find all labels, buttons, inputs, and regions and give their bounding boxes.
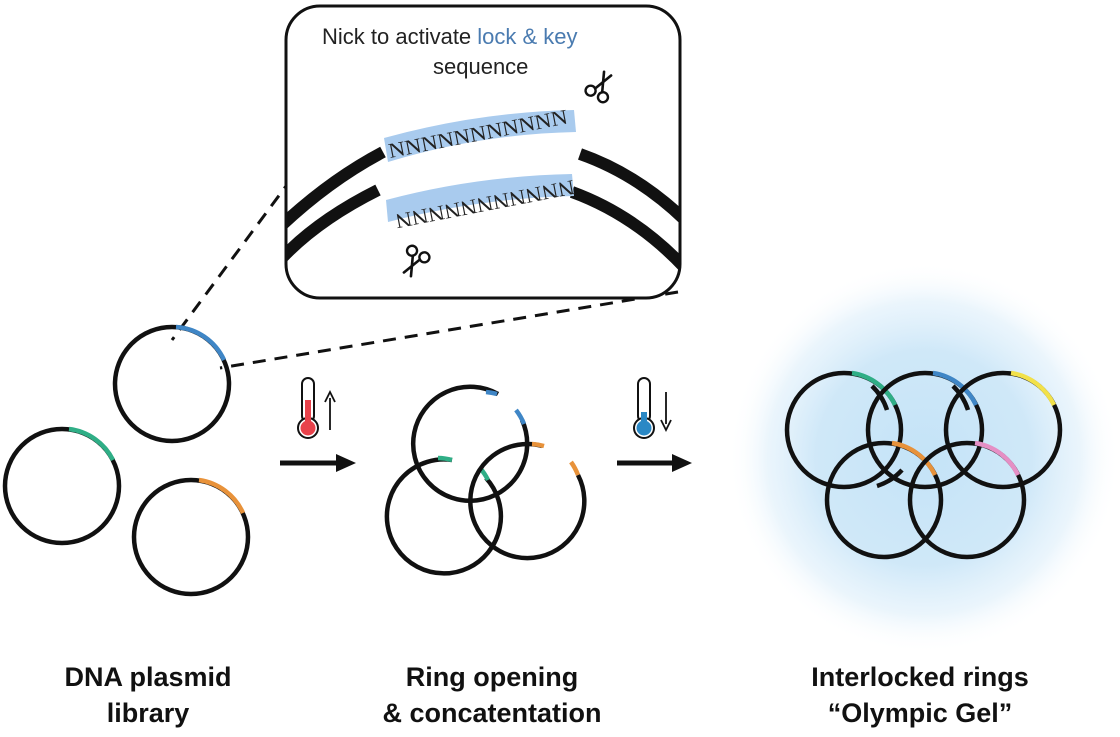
interlocked-ring xyxy=(784,370,904,490)
zoom-line-right xyxy=(219,290,679,370)
stage-label-gel-line2: “Olympic Gel” xyxy=(828,698,1013,728)
interlocked-ring xyxy=(865,370,985,490)
thermometer-rising-icon xyxy=(297,377,336,439)
plasmid-ring xyxy=(112,324,232,444)
ring-end-orange xyxy=(569,460,581,476)
plasmid-insert-orange xyxy=(198,477,246,514)
key-sequence-highlight xyxy=(386,174,574,222)
ring-insert-green xyxy=(851,370,898,407)
opened-ring xyxy=(468,441,587,561)
inset-title-line1: Nick to activate lock & key xyxy=(322,24,578,49)
zoom-line-left xyxy=(170,177,294,341)
inset-panel: NNNNNNNNNNN NNNNNNNNNNN Nick to activate… xyxy=(284,4,682,300)
ring-end-blue xyxy=(485,389,498,397)
interlocked-ring xyxy=(943,370,1063,490)
opened-ring xyxy=(384,457,504,576)
ring-insert-pink xyxy=(974,440,1021,477)
plasmid-ring xyxy=(131,477,251,597)
arrow-head xyxy=(336,454,356,472)
inset-strand-lower-left xyxy=(286,184,381,263)
stage-label-opening-line1: Ring opening xyxy=(406,662,578,692)
heating-step xyxy=(280,377,356,472)
stage-label-library-line2: library xyxy=(107,698,190,728)
interlocked-ring xyxy=(824,440,944,560)
stage-label-library-line1: DNA plasmid xyxy=(64,662,231,692)
lock-sequence-highlight xyxy=(384,110,576,162)
ring-insert-blue xyxy=(932,370,979,407)
inset-strand-upper-left xyxy=(286,146,386,230)
ring-overlap xyxy=(951,384,971,411)
interlocked-ring xyxy=(907,440,1027,560)
plasmid-insert-green xyxy=(68,426,116,462)
cooling-step xyxy=(617,377,692,472)
ring-overlap xyxy=(876,468,904,489)
ring-overlap xyxy=(870,384,890,411)
plasmid-ring xyxy=(2,426,122,546)
opened-rings xyxy=(384,384,587,576)
plasmid-library xyxy=(2,324,251,597)
stage-label-gel-line1: Interlocked rings xyxy=(811,662,1029,692)
thermometer-falling-icon xyxy=(633,377,672,439)
ring-end-orange xyxy=(531,441,545,449)
plasmid-insert-blue xyxy=(175,324,227,361)
inset-title-line2: sequence xyxy=(433,54,528,79)
stage-label-opening-line2: & concatentation xyxy=(382,698,601,728)
ring-insert-yellow xyxy=(1010,370,1057,407)
ring-end-blue xyxy=(514,408,527,425)
ring-end-green xyxy=(437,455,453,463)
ring-insert-orange xyxy=(891,440,938,477)
opened-ring xyxy=(410,384,530,503)
inset-strand-upper-right xyxy=(578,148,680,230)
inset-strand-lower-right xyxy=(569,186,680,273)
arrow-head xyxy=(672,454,692,472)
olympic-gel xyxy=(784,370,1063,560)
